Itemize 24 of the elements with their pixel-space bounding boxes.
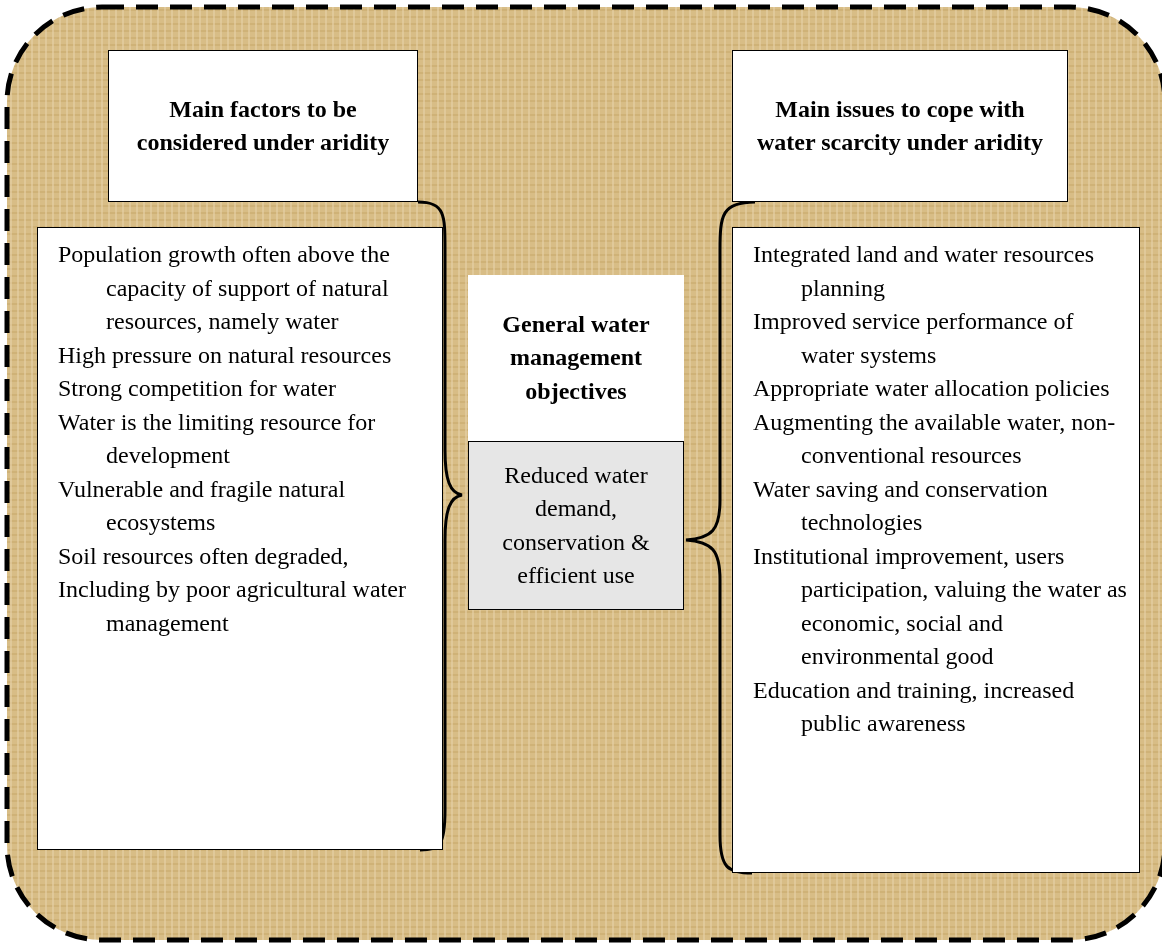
list-item: Water saving and conservation technologies (753, 474, 1049, 537)
list-item: Including by poor agricultural water management (58, 575, 407, 638)
objective-text: Reduced water demand, conservation & efficient use (501, 460, 651, 590)
heading-text: Main issues to cope with water scarcity under aridity (756, 94, 1044, 157)
list-box (732, 227, 1140, 873)
list-item: Improved service performance of water systems (753, 307, 1075, 370)
heading-text: Main factors to be considered under aridity (135, 94, 391, 157)
objective-box (468, 441, 684, 610)
list-item: Vulnerable and fragile natural ecosystems (58, 474, 347, 537)
list-item: Soil resources often degraded, (58, 541, 350, 571)
list-item: Education and training, increased public awareness (753, 675, 1076, 738)
list-item: Strong competition for water (58, 374, 337, 403)
list-item: High pressure on natural resources (58, 340, 393, 370)
heading-box (732, 50, 1068, 202)
list-item: Water is the limiting resource for development (58, 407, 377, 470)
list-item: Appropriate water allocation policies (753, 374, 1111, 403)
heading-text: General water management objectives (501, 309, 651, 406)
heading-box (108, 50, 418, 202)
list-item: Population growth often above the capacity of support of natural resources, namely water (58, 240, 391, 336)
list-item: Augmenting the available water, non-conventional resources (753, 407, 1117, 470)
list-item: Institutional improvement, users participation, valuing the water as economic, social and environmental good (753, 541, 1127, 671)
heading-box (468, 275, 684, 441)
list-box (37, 227, 443, 850)
list-item: Integrated land and water resources planning (753, 240, 1096, 303)
